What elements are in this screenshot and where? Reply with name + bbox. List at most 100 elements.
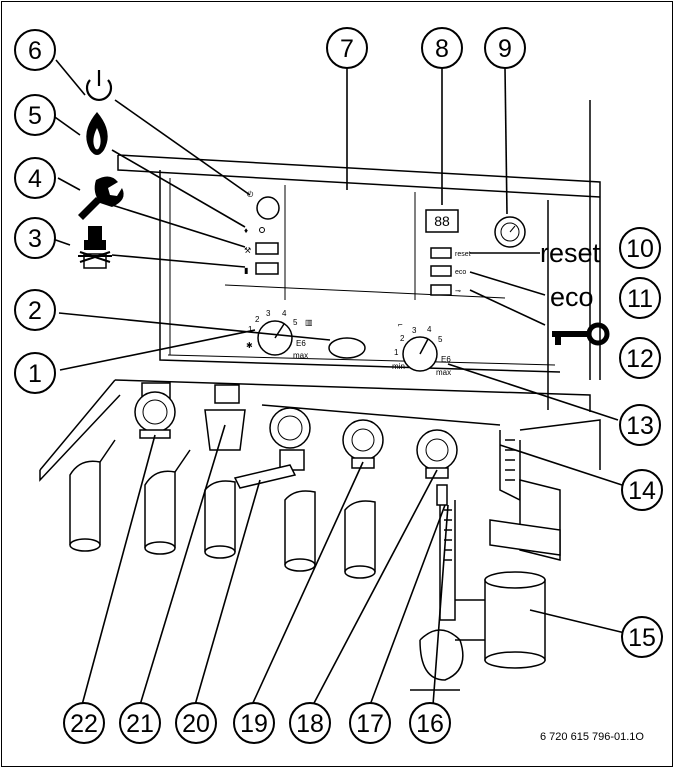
side-icons [78, 70, 124, 269]
callout-number: 13 [626, 412, 654, 440]
flame-icon [86, 112, 108, 155]
fitting-16 [436, 484, 448, 506]
callout-number: 17 [356, 710, 384, 738]
callout-circle [233, 702, 275, 744]
reset-label: reset [540, 238, 601, 268]
hot-water-temperature-dial[interactable]: 1 2 3 4 5 E6 min max ⌐ [392, 320, 451, 377]
callout-16: 16 [409, 702, 451, 744]
callout-11: 11 [619, 277, 661, 319]
wrench-symbol-small: ⚒ [244, 246, 251, 255]
callout-circle [409, 702, 451, 744]
callout-19: 19 [233, 702, 275, 744]
callout-circle [326, 27, 368, 69]
callout-circle [621, 469, 663, 511]
callout-6: 6 [14, 29, 56, 71]
callout-12: 12 [619, 337, 661, 379]
leader-lines [49, 59, 626, 706]
pressure-gauge-needle [509, 225, 516, 233]
eco-button[interactable] [430, 265, 452, 277]
chimney-sweep-button[interactable] [255, 262, 279, 275]
pressure-gauge-face [500, 222, 520, 242]
hot-water-dial-tick-1: 1 [394, 348, 399, 357]
heating-dial-tick-4: 4 [282, 309, 287, 318]
power-icon [85, 70, 113, 102]
callout-number: 11 [627, 285, 653, 313]
flame-indicator-light [259, 227, 265, 233]
callout-circle [14, 157, 56, 199]
heating-dial-tick-e6: E6 [296, 339, 306, 348]
callout-9: 9 [484, 27, 526, 69]
callout-circle [63, 702, 105, 744]
callout-circle [14, 217, 56, 259]
callout-number: 1 [28, 360, 42, 388]
callout-4: 4 [14, 157, 56, 199]
heating-dial-tick-2: 2 [255, 315, 260, 324]
callout-circle [349, 702, 391, 744]
callout-1: 1 [14, 352, 56, 394]
valve-20 [233, 407, 311, 489]
reset-button[interactable] [430, 247, 452, 259]
gas-valve-handle[interactable] [233, 464, 297, 489]
wrench-icon [78, 176, 124, 220]
hot-water-dial-min: min [392, 362, 405, 371]
valve-21 [204, 384, 246, 451]
callout-number: 21 [126, 710, 154, 738]
callout-10: 10 [619, 227, 661, 269]
callout-15: 15 [621, 616, 663, 658]
callout-22: 22 [63, 702, 105, 744]
tap-symbol: ⌐ [398, 320, 403, 329]
siphon-cup [484, 579, 546, 661]
valve-19 [342, 419, 384, 469]
callout-number: 6 [28, 37, 42, 65]
hot-water-dial-max: max [436, 368, 451, 377]
valve-22 [134, 382, 176, 439]
hot-water-dial-tick-e6: E6 [441, 355, 451, 364]
callout-3: 3 [14, 217, 56, 259]
power-button[interactable] [256, 196, 280, 220]
callout-circle [119, 702, 161, 744]
callout-circle [484, 27, 526, 69]
hot-water-dial-tick-5: 5 [438, 335, 443, 344]
heating-dial-tick-1: 1 [248, 325, 253, 334]
flame-symbol-small: ♦ [244, 226, 248, 235]
callout-circle [14, 289, 56, 331]
heating-temperature-dial[interactable]: 1 2 3 4 5 E6 max ▥ ✱ [246, 309, 313, 360]
siphon-assembly [410, 430, 561, 691]
callout-8: 8 [421, 27, 463, 69]
callout-number: 14 [628, 477, 656, 505]
radiator-symbol: ▥ [305, 318, 313, 327]
callout-number: 18 [296, 710, 324, 738]
callout-5: 5 [14, 94, 56, 136]
eco-label: eco [550, 282, 594, 312]
reset-button-label: reset [455, 251, 471, 258]
figure-id: 6 720 615 796-01.1O [540, 731, 644, 743]
callout-number: 3 [28, 225, 42, 253]
callout-circle [14, 94, 56, 136]
chimney-symbol-small: ▮ [244, 266, 248, 275]
display-digits: 88 [434, 213, 450, 229]
callout-17: 17 [349, 702, 391, 744]
eco-button-label: eco [455, 269, 466, 276]
callout-18: 18 [289, 702, 331, 744]
key-lock-symbol-small: ⊸ [455, 288, 461, 295]
callout-circle [14, 29, 56, 71]
callout-number: 22 [70, 710, 98, 738]
callout-number: 20 [182, 710, 210, 738]
hot-water-dial-tick-2: 2 [400, 334, 405, 343]
callout-circle [289, 702, 331, 744]
pipes [69, 439, 376, 579]
status-ring [328, 337, 366, 359]
display-area: 88 reset eco ⊸ [425, 209, 526, 296]
callout-7: 7 [326, 27, 368, 69]
digital-display [425, 209, 459, 233]
callout-number: 8 [435, 35, 449, 63]
heating-dial-max: max [293, 351, 308, 360]
callout-number: 7 [340, 35, 354, 63]
service-button[interactable] [255, 242, 279, 255]
key-lock-button[interactable] [430, 284, 452, 296]
key-icon [552, 322, 610, 346]
callout-number: 10 [626, 235, 654, 263]
